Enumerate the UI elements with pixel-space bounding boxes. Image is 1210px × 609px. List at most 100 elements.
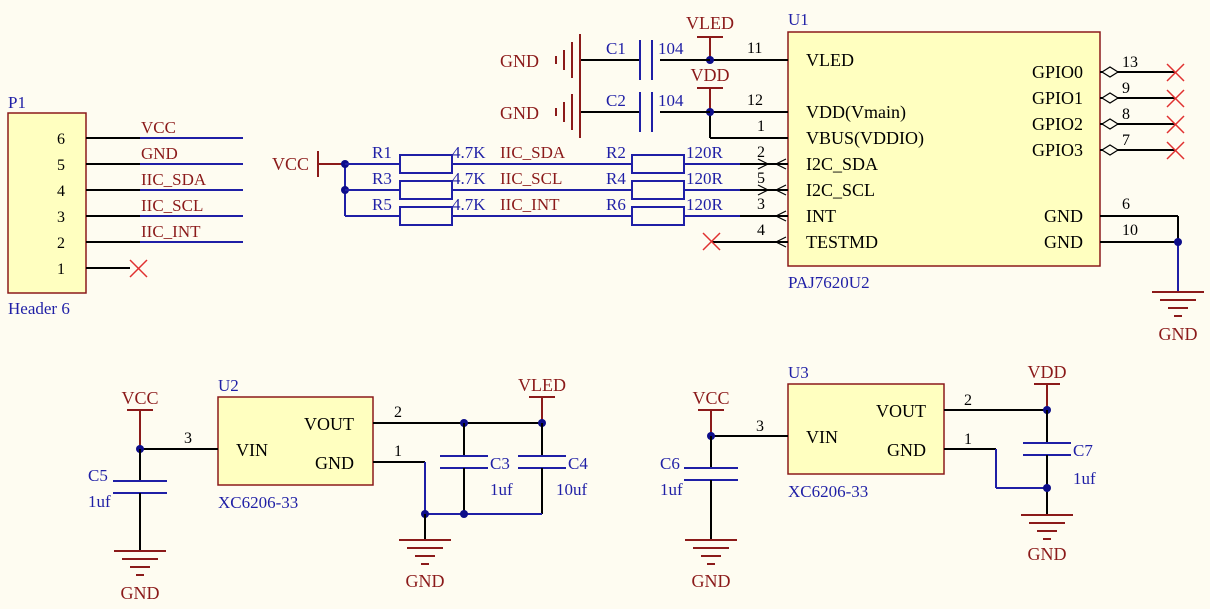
net-label-iic-sda: IIC_SDA bbox=[141, 170, 207, 189]
resistor-r3-value: 4.7K bbox=[452, 169, 486, 188]
u1-designator: U1 bbox=[788, 10, 809, 29]
decoupling-caps-u1: VLED VDD C1 104 C2 104 GND bbox=[500, 13, 734, 138]
resistor-r4-ref: R4 bbox=[606, 169, 626, 188]
cap-c6-value: 1uf bbox=[660, 480, 683, 499]
ground-symbol: GND bbox=[500, 86, 581, 138]
header-pin-number: 2 bbox=[57, 235, 65, 252]
power-label-vcc: VCC bbox=[272, 154, 309, 174]
u3-pin-vin: VIN bbox=[806, 427, 838, 447]
u1-pin-name: INT bbox=[806, 206, 836, 226]
u3-pin-number: 2 bbox=[964, 392, 972, 409]
resistor-r5-value: 4.7K bbox=[452, 195, 486, 214]
u2-pin-number: 1 bbox=[394, 443, 402, 460]
ground-symbol: GND bbox=[500, 34, 581, 86]
cap-c3-ref: C3 bbox=[490, 454, 510, 473]
u2-pin-number: 3 bbox=[184, 430, 192, 447]
net-label-iic-sda: IIC_SDA bbox=[500, 143, 566, 162]
power-label-vdd: VDD bbox=[691, 65, 730, 85]
u1-pin-name: TESTMD bbox=[806, 232, 878, 252]
header-pin-number: 3 bbox=[57, 209, 65, 226]
no-connect-mark bbox=[702, 232, 721, 251]
u2-designator: U2 bbox=[218, 376, 239, 395]
regulator-u2: U2 XC6206-33 VIN VOUT GND 3 2 1 VCC C5 1… bbox=[88, 375, 588, 603]
ground-symbol: GND bbox=[1152, 291, 1204, 344]
u3-pin-vout: VOUT bbox=[876, 401, 926, 421]
cap-c1-ref: C1 bbox=[606, 39, 626, 58]
header-pin-number: 6 bbox=[57, 131, 65, 148]
u2-pin-number: 2 bbox=[394, 404, 402, 421]
u1-pin-name: GPIO0 bbox=[1032, 62, 1083, 82]
cap-c4-ref: C4 bbox=[568, 454, 588, 473]
ground-symbol: GND bbox=[1021, 514, 1073, 564]
power-label-gnd: GND bbox=[121, 583, 160, 603]
u1-part-label: PAJ7620U2 bbox=[788, 273, 870, 292]
u1-pin-name: VDD(Vmain) bbox=[806, 102, 906, 123]
u1-pin-number: 2 bbox=[757, 144, 765, 161]
u1-pin-name: VLED bbox=[806, 50, 854, 70]
u1-pin-number: 10 bbox=[1122, 222, 1138, 239]
resistor-r1-ref: R1 bbox=[372, 143, 392, 162]
no-connect-mark bbox=[1166, 63, 1185, 82]
u3-pin-gnd: GND bbox=[887, 440, 926, 460]
u1-pin-number: 12 bbox=[747, 92, 763, 109]
no-connect-mark bbox=[129, 259, 148, 278]
ground-symbol: GND bbox=[685, 539, 737, 591]
header-part-label: Header 6 bbox=[8, 299, 70, 318]
header-pin-number: 5 bbox=[57, 157, 65, 174]
regulator-u3: U3 XC6206-33 VIN VOUT GND 3 2 1 VCC C6 1… bbox=[660, 362, 1096, 591]
header-p1: P1 Header 6 6 5 4 3 2 1 VCC GND IIC_SDA … bbox=[7, 93, 243, 318]
power-label-gnd: GND bbox=[406, 571, 445, 591]
cap-c6-ref: C6 bbox=[660, 454, 680, 473]
u1-pin-number: 1 bbox=[757, 118, 765, 135]
resistor-r1-value: 4.7K bbox=[452, 143, 486, 162]
power-label-gnd: GND bbox=[1028, 544, 1067, 564]
no-connect-mark bbox=[1166, 141, 1185, 160]
u3-pin-number: 3 bbox=[756, 418, 764, 435]
u1-pin-number: 7 bbox=[1122, 132, 1130, 149]
u3-pin-number: 1 bbox=[964, 431, 972, 448]
cap-c5-ref: C5 bbox=[88, 466, 108, 485]
u2-pin-vin: VIN bbox=[236, 440, 268, 460]
header-designator: P1 bbox=[8, 93, 26, 112]
header-pin-number: 4 bbox=[57, 183, 65, 200]
cap-c2-value: 104 bbox=[658, 91, 684, 110]
ic-u1: U1 PAJ7620U2 VLED VDD(Vmain) VBUS(VDDIO)… bbox=[702, 10, 1204, 344]
u1-pin-name: VBUS(VDDIO) bbox=[806, 128, 924, 149]
u1-pin-name: I2C_SCL bbox=[806, 180, 875, 200]
ground-symbol: GND bbox=[399, 539, 451, 591]
resistor-r6-ref: R6 bbox=[606, 195, 626, 214]
resistor-r2-value: 120R bbox=[686, 143, 724, 162]
u1-pin-number: 6 bbox=[1122, 196, 1130, 213]
i2c-resistor-network: VCC R1 R3 R5 4.7K 4.7K 4.7K IIC_SDA IIC_… bbox=[272, 143, 740, 226]
u3-designator: U3 bbox=[788, 363, 809, 382]
u1-pin-name: GND bbox=[1044, 206, 1083, 226]
cap-c5-value: 1uf bbox=[88, 492, 111, 511]
u1-pin-name: GPIO2 bbox=[1032, 114, 1083, 134]
u2-pin-vout: VOUT bbox=[304, 414, 354, 434]
u2-pin-gnd: GND bbox=[315, 453, 354, 473]
net-label-iic-int: IIC_INT bbox=[141, 222, 201, 241]
u1-pin-name: GPIO3 bbox=[1032, 140, 1083, 160]
net-label-gnd: GND bbox=[141, 144, 178, 163]
u1-pin-name: GPIO1 bbox=[1032, 88, 1083, 108]
resistor-r6-value: 120R bbox=[686, 195, 724, 214]
power-label-vled: VLED bbox=[686, 13, 734, 33]
u1-pin-number: 5 bbox=[757, 170, 765, 187]
cap-c7-value: 1uf bbox=[1073, 469, 1096, 488]
power-label-vled: VLED bbox=[518, 375, 566, 395]
net-label-vcc: VCC bbox=[141, 118, 176, 137]
resistor-r3-ref: R3 bbox=[372, 169, 392, 188]
u3-part-label: XC6206-33 bbox=[788, 482, 868, 501]
power-label-gnd: GND bbox=[692, 571, 731, 591]
cap-c7-ref: C7 bbox=[1073, 441, 1093, 460]
power-label-gnd: GND bbox=[500, 51, 539, 71]
net-label-iic-scl: IIC_SCL bbox=[500, 169, 562, 188]
power-label-gnd: GND bbox=[500, 103, 539, 123]
resistor-r2-ref: R2 bbox=[606, 143, 626, 162]
no-connect-mark bbox=[1166, 115, 1185, 134]
cap-c3-value: 1uf bbox=[490, 480, 513, 499]
u1-pin-number: 13 bbox=[1122, 54, 1138, 71]
no-connect-mark bbox=[1166, 89, 1185, 108]
u1-pin-number: 8 bbox=[1122, 106, 1130, 123]
u1-pin-name: GND bbox=[1044, 232, 1083, 252]
